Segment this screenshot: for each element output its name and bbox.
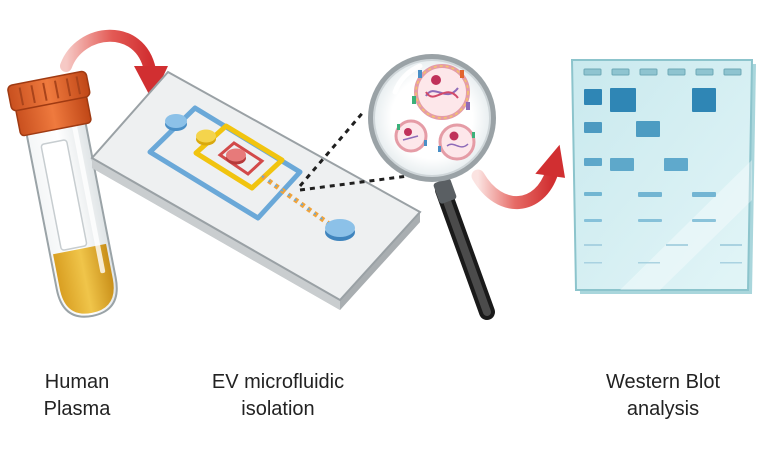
zoom-lines — [298, 109, 409, 192]
label-line: Plasma — [43, 398, 111, 420]
curved-arrow-icon — [60, 29, 168, 100]
label-line: EV microfluidic — [211, 371, 345, 393]
ev-isolation-label: EV microfluidic isolation — [183, 369, 373, 423]
curved-arrow-icon — [471, 144, 566, 209]
western-blot-membrane-icon — [570, 59, 756, 294]
extracellular-vesicle-icon — [394, 119, 428, 153]
extracellular-vesicle-icon — [412, 64, 470, 120]
blood-tube-icon — [7, 70, 118, 318]
extracellular-vesicle-icon — [438, 123, 476, 161]
western-blot-label: Western Blot analysis — [578, 369, 748, 423]
label-line: isolation — [241, 398, 315, 420]
label-line: Western Blot — [605, 371, 721, 393]
microfluidic-chip-icon — [90, 70, 422, 310]
label-line: analysis — [626, 398, 700, 420]
label-line: Human — [44, 371, 110, 393]
human-plasma-label: Human Plasma — [22, 369, 132, 423]
magnifying-glass-icon — [368, 54, 496, 320]
